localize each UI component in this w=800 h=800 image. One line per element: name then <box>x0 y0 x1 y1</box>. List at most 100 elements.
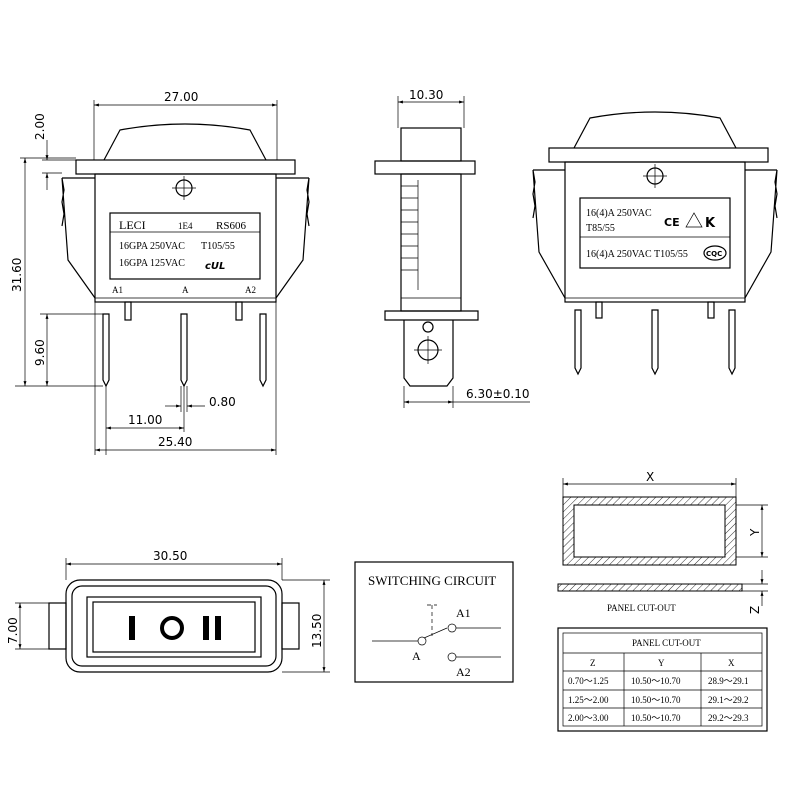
side-body <box>400 173 462 312</box>
top-rocker-outer <box>86 596 262 658</box>
circuit-switch-arm <box>423 627 448 639</box>
symbol-on-ii-icon-2 <box>215 616 221 640</box>
circuit-frame <box>354 561 514 683</box>
back-body <box>564 161 746 303</box>
circuit-a1-contact <box>447 623 457 633</box>
back-lamp-hole <box>643 164 667 188</box>
panel-caption: PANEL CUT-OUT <box>607 603 676 613</box>
pin-label-a: A <box>182 285 189 295</box>
dim-panel-x: X <box>646 470 654 484</box>
table-cell: 28.9～29.1 <box>708 676 749 686</box>
pin-label-a2: A2 <box>245 285 256 295</box>
circuit-title: SWITCHING CIRCUIT <box>368 573 496 588</box>
label-model: RS606 <box>216 220 246 232</box>
back-label-line2: T85/55 <box>586 223 615 234</box>
cert-k-icon: K <box>705 216 716 231</box>
pin-label-a1: A1 <box>112 285 123 295</box>
table-header-y: Y <box>658 658 665 668</box>
side-base <box>384 310 479 321</box>
cert-ul-logo: cUL <box>205 261 225 272</box>
circuit-a2-contact <box>447 652 457 662</box>
cert-cqc-logo: CQC <box>706 250 722 258</box>
dim-tab-width: 6.30±0.10 <box>466 387 530 401</box>
dim-top-height: 13.50 <box>310 614 324 648</box>
label-temp: T105/55 <box>201 241 235 252</box>
side-dimensions: 10.30 6.30±0.10 <box>397 88 530 408</box>
side-rocker <box>400 127 462 162</box>
table-header-x: X <box>728 658 735 668</box>
switching-circuit: SWITCHING CIRCUIT A1 A2 A <box>354 561 514 683</box>
table-cell: 2.00～3.00 <box>568 713 609 723</box>
circuit-label-a: A <box>412 649 421 663</box>
front-right-clip <box>275 177 310 299</box>
back-label-plate <box>579 197 731 269</box>
front-body <box>94 173 277 303</box>
back-view: 16(4)A 250VAC T85/55 16(4)A 250VAC T105/… <box>532 111 778 376</box>
dim-pin-span: 25.40 <box>158 435 192 449</box>
side-view <box>374 127 479 387</box>
back-label-line1: 16(4)A 250VAC <box>586 208 652 219</box>
symbol-on-ii-icon <box>203 616 209 640</box>
front-pins <box>102 301 267 388</box>
cert-cqc-ring <box>703 245 727 261</box>
label-rating2: 16GPA 125VAC <box>119 258 185 269</box>
symbol-off-o-icon <box>160 616 184 640</box>
front-flange <box>75 159 296 175</box>
back-left-clip <box>532 169 566 299</box>
dim-side-width: 10.30 <box>409 88 443 102</box>
top-left-lug <box>48 602 67 650</box>
circuit-label-a2: A2 <box>456 665 471 679</box>
table-cell: 10.50～10.70 <box>631 695 681 705</box>
symbol-on-i-icon <box>129 616 135 640</box>
table-cell: 0.70～1.25 <box>568 676 609 686</box>
dim-front-height: 31.60 <box>10 258 24 292</box>
dim-top-width: 30.50 <box>153 549 187 563</box>
front-lamp-hole <box>172 176 196 200</box>
dim-pin-thickness: 0.80 <box>209 395 236 409</box>
table-cell: 10.50～10.70 <box>631 676 681 686</box>
top-right-lug <box>281 602 300 650</box>
front-label-plate <box>109 212 261 280</box>
top-rocker-inner <box>92 601 256 653</box>
front-view: LECI 1E4 RS606 16GPA 250VAC T105/55 16GP… <box>61 123 310 388</box>
top-view <box>48 579 300 673</box>
table-cell: 1.25～2.00 <box>568 695 609 705</box>
dim-panel-z: Z <box>748 606 762 614</box>
front-rocker-cap <box>103 123 267 161</box>
panel-cutout: PANEL CUT-OUT <box>557 496 743 613</box>
table-title: PANEL CUT-OUT <box>632 638 701 648</box>
table-cell: 29.2～29.3 <box>708 713 749 723</box>
front-left-clip <box>61 177 96 299</box>
side-ribs <box>401 180 419 290</box>
panel-cutout-hole <box>573 504 726 558</box>
panel-cutout-table: PANEL CUT-OUT Z Y X 0.70～1.25 10.50～10.7… <box>557 627 768 732</box>
panel-dimensions: X Y Z <box>562 470 768 614</box>
table-cell: 29.1～29.2 <box>708 695 749 705</box>
back-rocker-cap <box>573 111 737 149</box>
circuit-actuator <box>427 604 437 636</box>
label-rating1: 16GPA 250VAC <box>119 241 185 252</box>
dim-top-height-small: 7.00 <box>6 617 20 644</box>
cert-ce-logo: CE <box>664 216 680 229</box>
side-flange <box>374 160 476 175</box>
panel-section <box>557 583 743 592</box>
back-right-clip <box>744 169 778 299</box>
cert-triangle-icon <box>685 212 703 228</box>
top-dimensions: 30.50 7.00 13.50 <box>6 549 330 673</box>
side-tab-hole <box>414 321 442 364</box>
label-brand: LECI <box>119 218 146 232</box>
dim-front-width: 27.00 <box>164 90 198 104</box>
back-label-line3: 16(4)A 250VAC T105/55 <box>586 249 688 260</box>
front-dimensions: 27.00 2.00 31.60 9.60 11.00 0.80 25.40 <box>10 90 278 455</box>
back-pins <box>574 301 736 376</box>
dim-front-cap: 2.00 <box>33 113 47 140</box>
rocker-symbols <box>129 616 221 640</box>
label-code: 1E4 <box>178 221 193 231</box>
table-cell: 10.50～10.70 <box>631 713 681 723</box>
circuit-common-pivot <box>417 636 427 646</box>
circuit-label-a1: A1 <box>456 606 471 620</box>
top-outer-frame <box>65 579 283 673</box>
top-inner-frame <box>71 585 277 667</box>
